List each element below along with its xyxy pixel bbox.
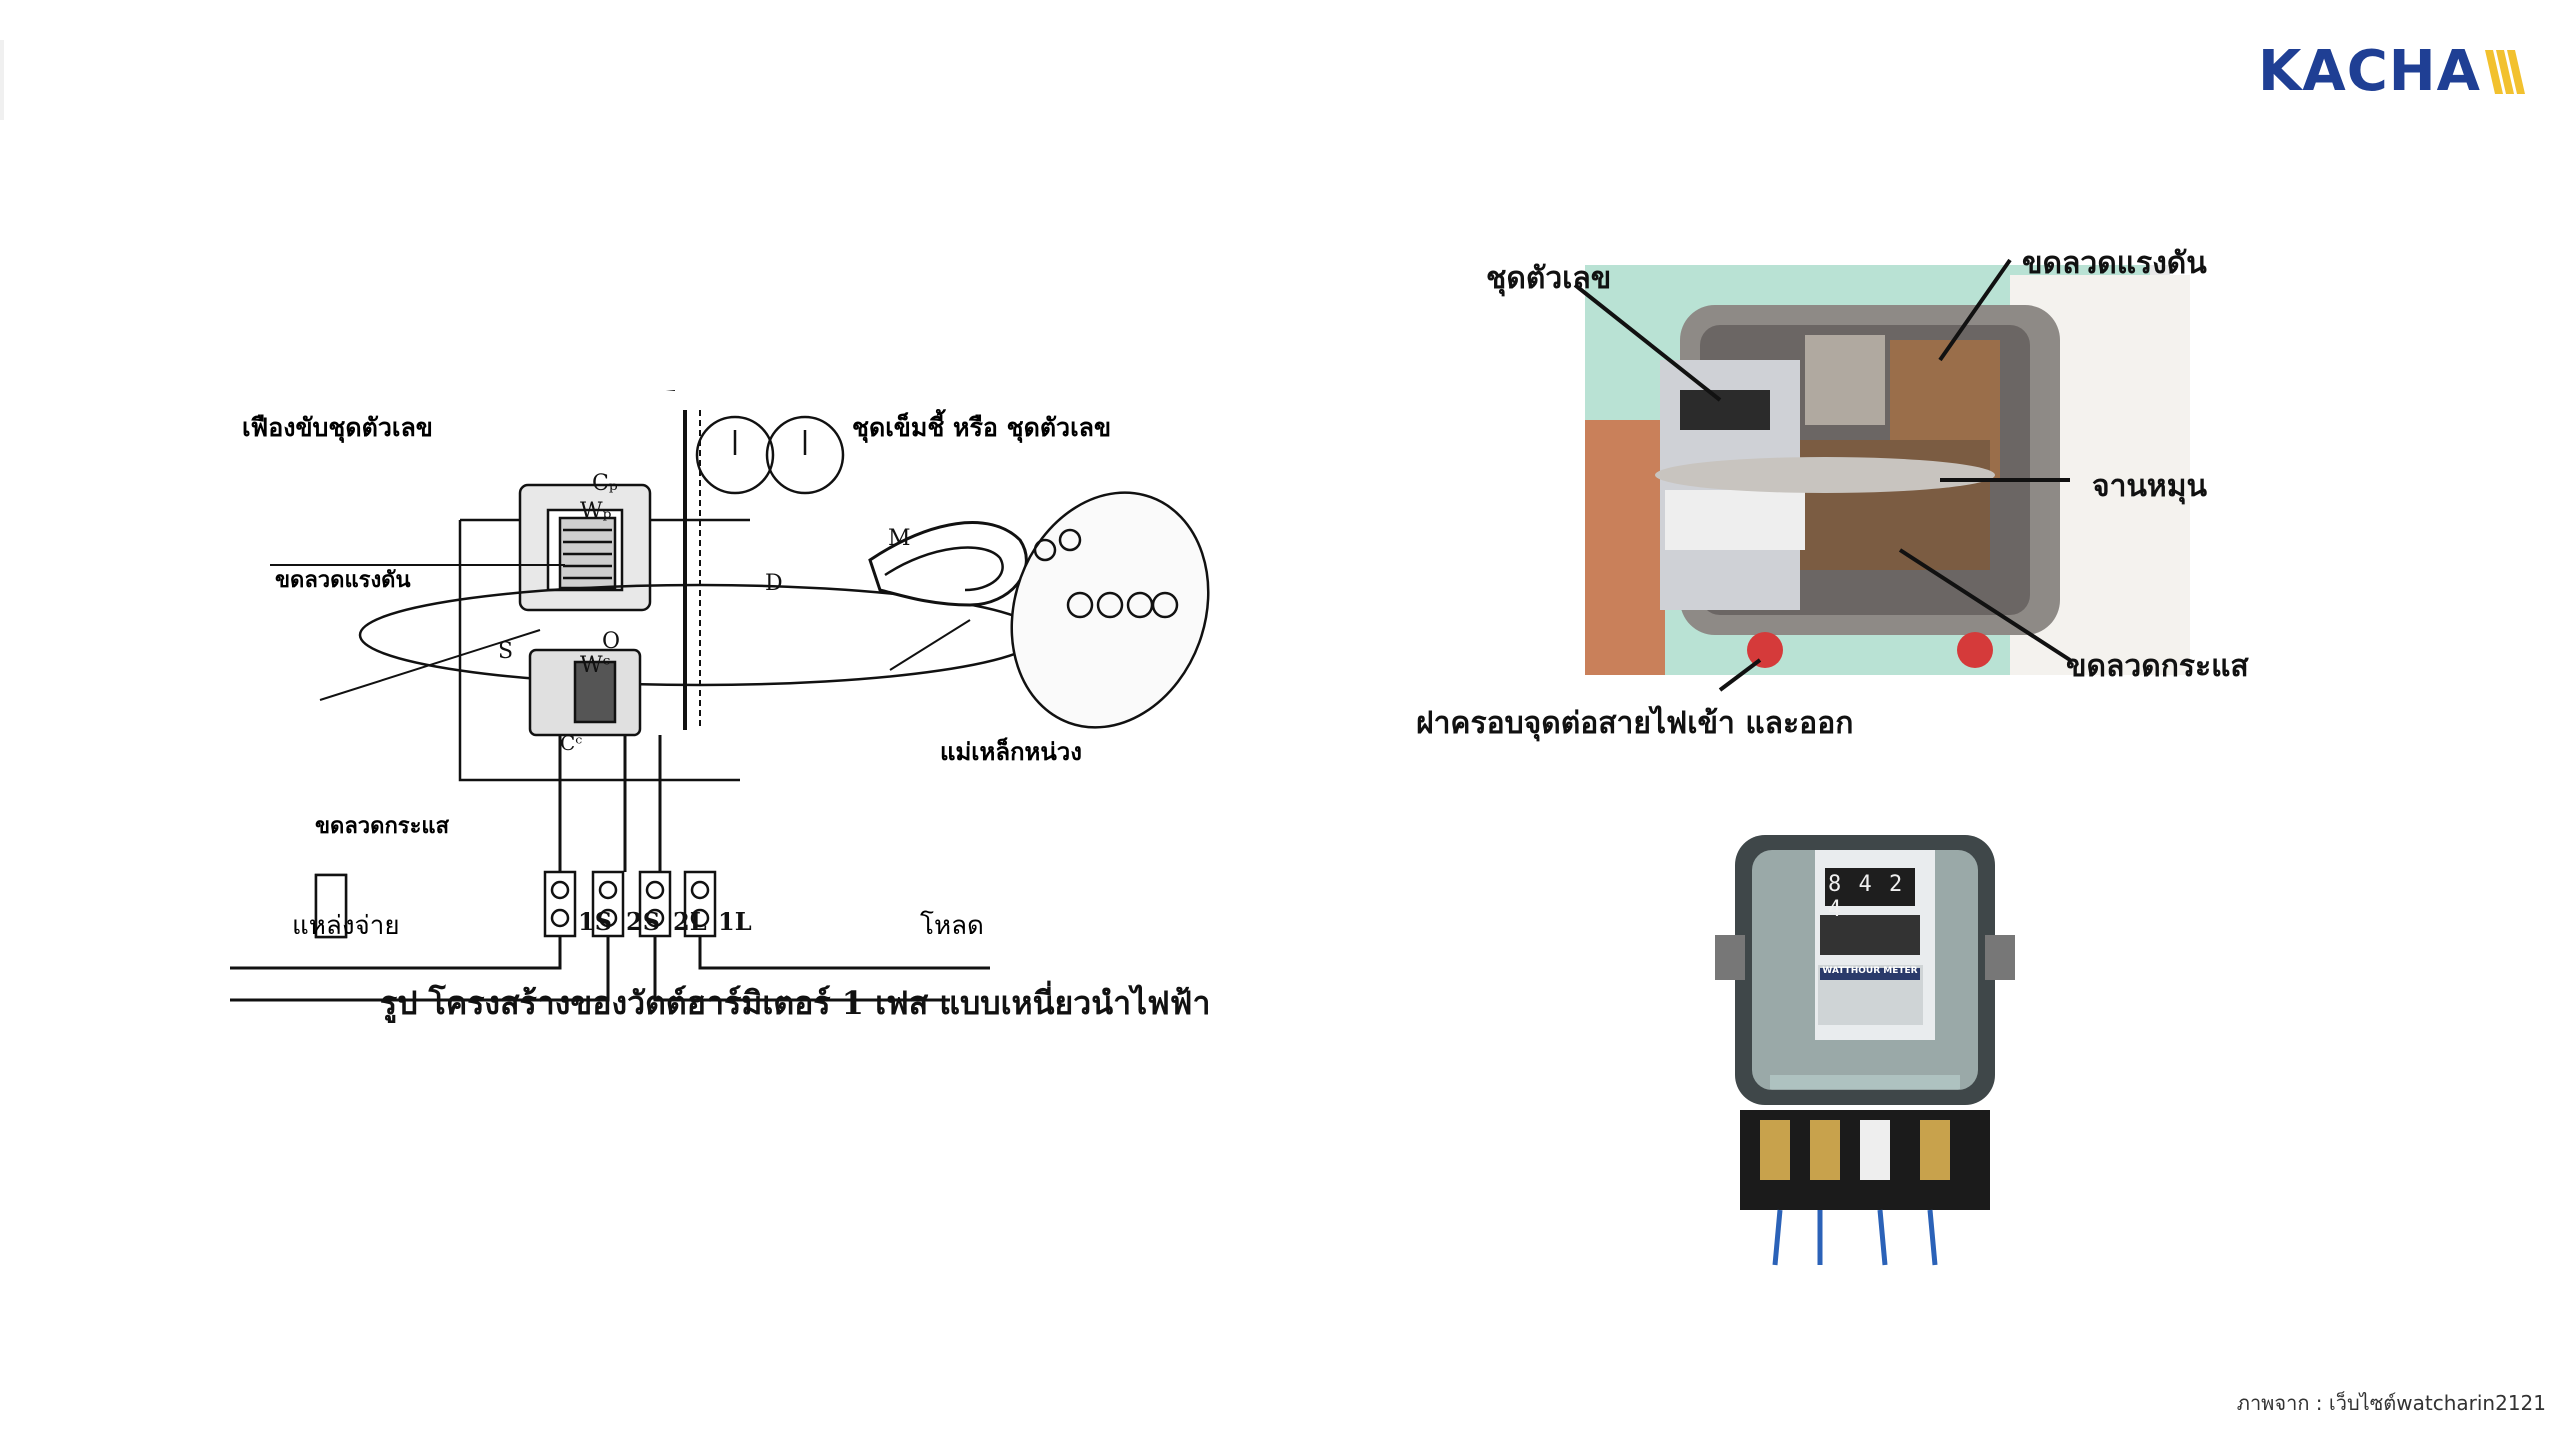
label-magnet: แม่เหล็กหน่วง — [940, 737, 1082, 766]
meter-structure-diagram: Cₚ Wₚ Wᶜ Cᶜ S O M D 1S 2S 2L 1L — [180, 369, 1230, 1030]
label-current-coil: ขดลวดกระแส — [315, 813, 450, 839]
photo-label-cover: ฝาครอบจุดต่อสายไฟเข้า และออก — [1416, 706, 1854, 741]
photo-label-digits: ชุดตัวเลข — [1486, 261, 1612, 296]
label-voltage-coil: ขดลวดแรงดัน — [275, 567, 411, 593]
label-cc: Cᶜ — [560, 731, 582, 755]
label-gear: เฟืองขับชุดตัวเลข — [242, 413, 433, 442]
left-edge-mark — [0, 40, 4, 120]
label-cp: Cₚ — [592, 471, 618, 496]
label-wp: Wₚ — [580, 499, 612, 524]
brand-logo: KACHA — [2258, 42, 2525, 102]
diagram-caption: รูป โครงสร้างของวัตต์ฮาร์มิเตอร์ 1 เฟส แ… — [380, 984, 1211, 1022]
label-pointer: ชุดเข็มชี้ หรือ ชุดตัวเลข — [852, 413, 1112, 442]
photo-label-voltage-coil: ขดลวดแรงดัน — [2022, 246, 2207, 281]
meter-interior-image — [1573, 258, 2190, 692]
meter-front-image — [1680, 820, 2070, 1270]
image-credit: ภาพจาก : เว็บไซต์watcharin2121 — [2236, 1391, 2546, 1415]
meter-interior-photo — [1420, 240, 2280, 760]
terminal-1s: 1S — [578, 907, 612, 936]
brand-stripes-icon — [2485, 50, 2525, 94]
diagram-svg: Cₚ Wₚ Wᶜ Cᶜ S O M D 1S 2S 2L 1L — [180, 369, 1210, 1002]
label-s: S — [498, 639, 513, 664]
meter-front-photo — [1680, 820, 2070, 1270]
label-m: M — [888, 526, 911, 551]
label-load: โหลด — [920, 911, 984, 941]
meter-reading: 8 4 2 4 — [1828, 872, 1905, 922]
label-o: O — [602, 629, 620, 654]
terminal-2s: 2S — [626, 907, 660, 936]
label-d: D — [765, 571, 783, 596]
photo-label-current-coil: ขดลวดกระแส — [2066, 649, 2249, 684]
label-source: แหล่งจ่าย — [292, 911, 400, 941]
brand-name: KACHA — [2257, 39, 2481, 104]
meter-plate-title: WATTHOUR METER — [1822, 966, 1918, 976]
photo-label-disk: จานหมุน — [2092, 469, 2207, 504]
terminal-2l: 2L — [673, 907, 707, 936]
terminal-1l: 1L — [718, 907, 752, 936]
label-wc: Wᶜ — [580, 653, 611, 678]
